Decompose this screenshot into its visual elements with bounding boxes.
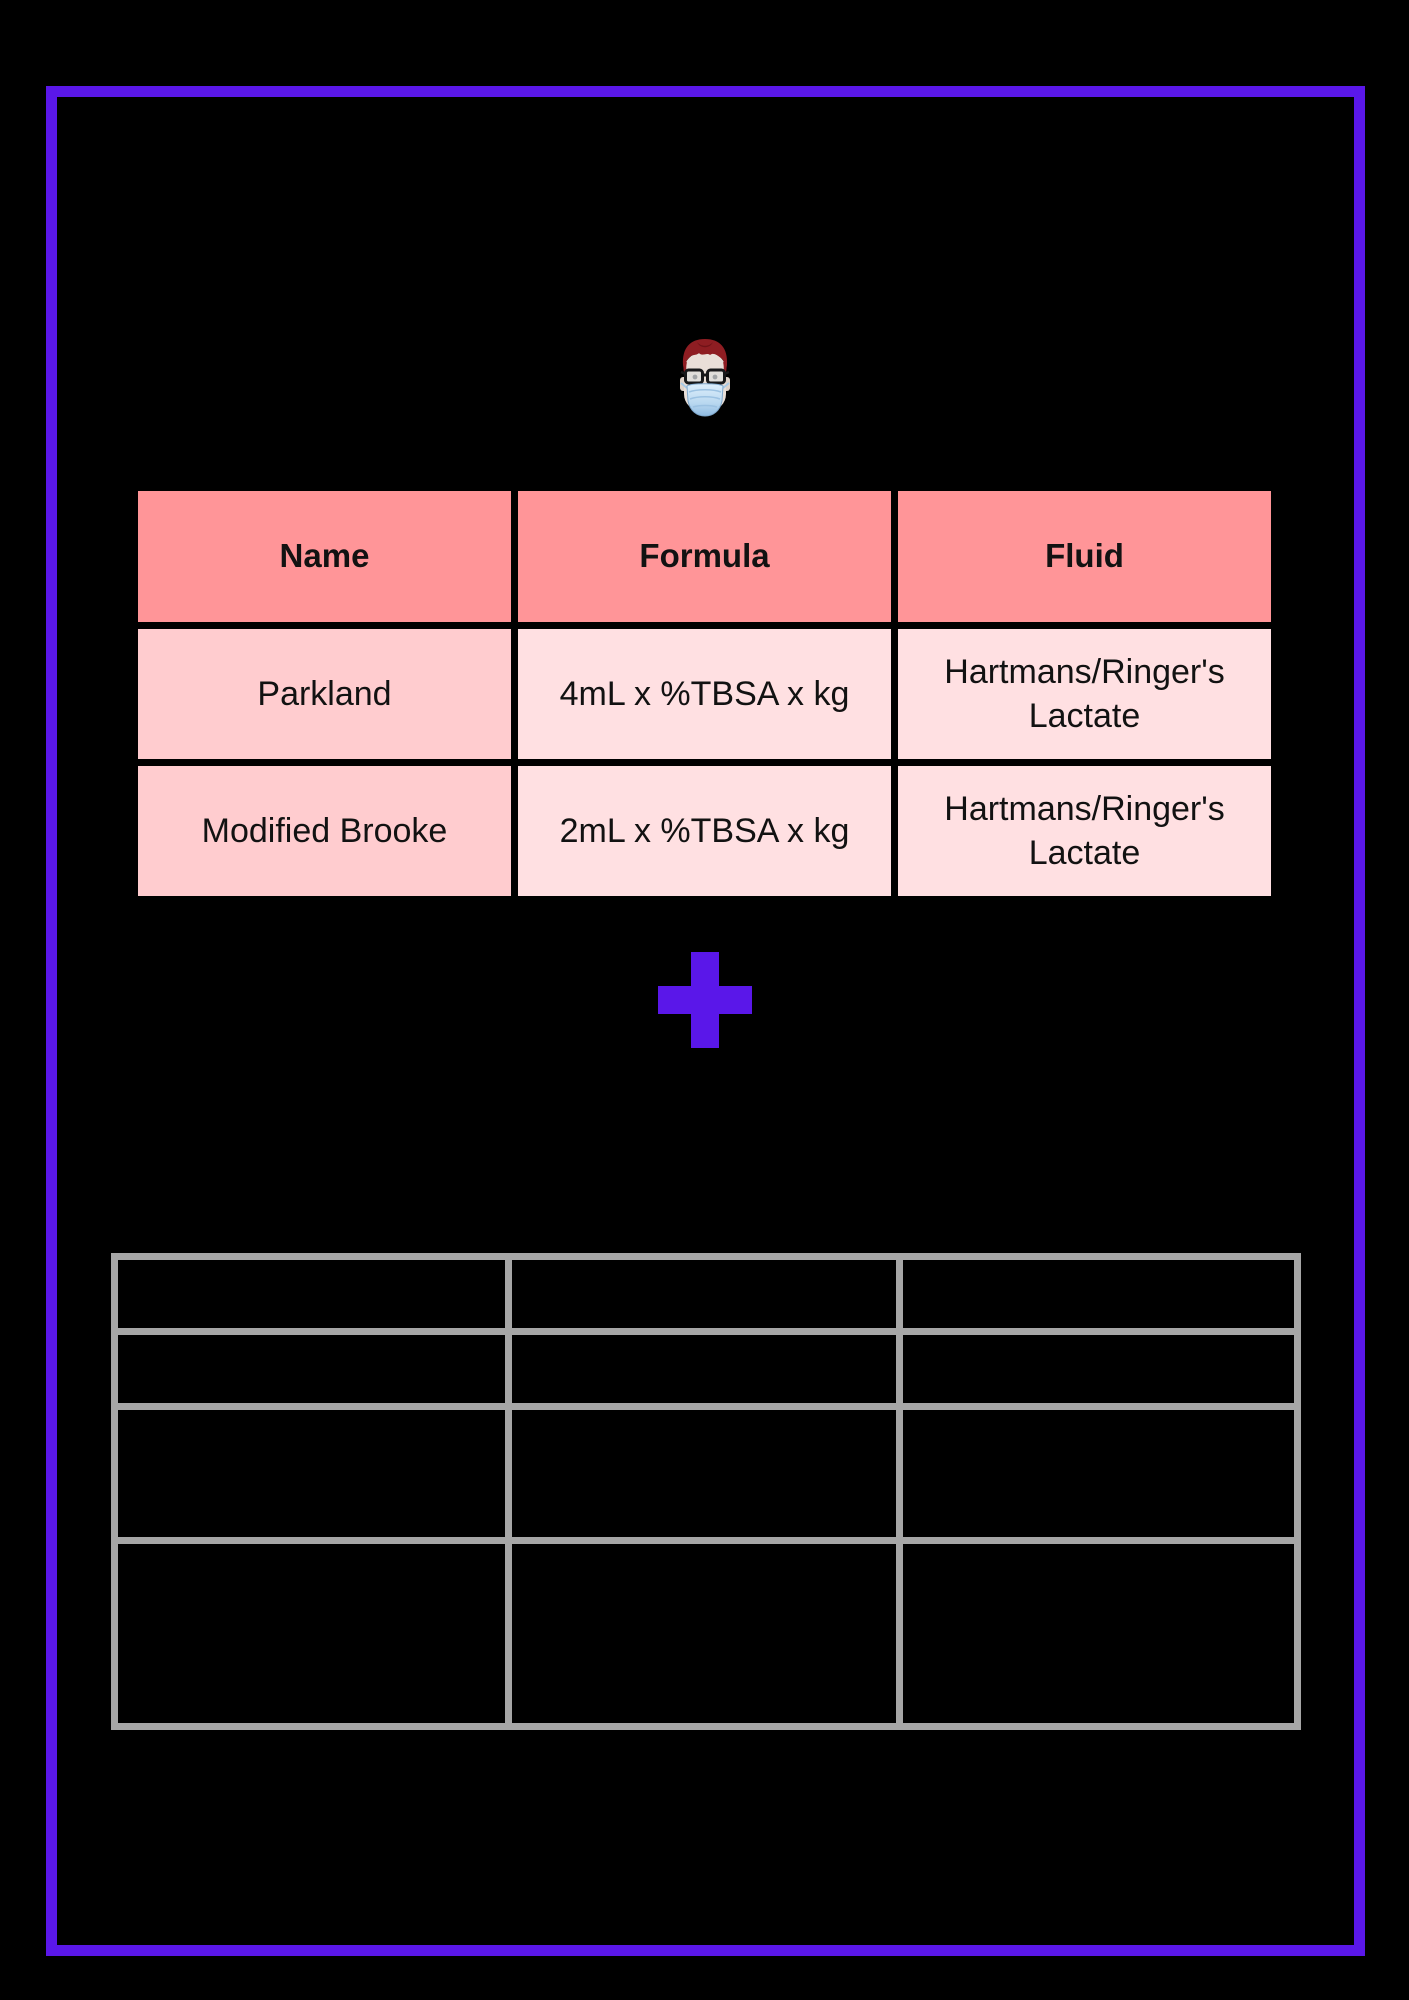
empty-cell (903, 1335, 1294, 1403)
empty-practice-table (111, 1253, 1301, 1730)
empty-cell (118, 1260, 505, 1328)
empty-cell (512, 1260, 896, 1328)
empty-cell (118, 1410, 505, 1537)
plus-icon (658, 952, 752, 1048)
plus-horizontal-bar (658, 986, 752, 1014)
column-header-formula: Formula (518, 491, 891, 622)
empty-cell (118, 1335, 505, 1403)
empty-cell (118, 1544, 505, 1723)
empty-cell (903, 1260, 1294, 1328)
burns-fluid-formula-table: Name Formula Fluid Parkland 4mL x %TBSA … (138, 491, 1271, 896)
table-cell-row1-formula: 4mL x %TBSA x kg (518, 629, 891, 759)
empty-cell (512, 1410, 896, 1537)
table-cell-row2-name: Modified Brooke (138, 766, 511, 896)
empty-cell (512, 1544, 896, 1723)
masked-doctor-emoji-icon (680, 339, 730, 417)
table-cell-row1-fluid: Hartmans/Ringer's Lactate (898, 629, 1271, 759)
empty-cell (512, 1335, 896, 1403)
table-cell-row1-name: Parkland (138, 629, 511, 759)
table-cell-row2-fluid: Hartmans/Ringer's Lactate (898, 766, 1271, 896)
empty-cell (903, 1410, 1294, 1537)
column-header-fluid: Fluid (898, 491, 1271, 622)
table-cell-row2-formula: 2mL x %TBSA x kg (518, 766, 891, 896)
empty-cell (903, 1544, 1294, 1723)
purple-border-frame (46, 86, 1365, 1956)
column-header-name: Name (138, 491, 511, 622)
